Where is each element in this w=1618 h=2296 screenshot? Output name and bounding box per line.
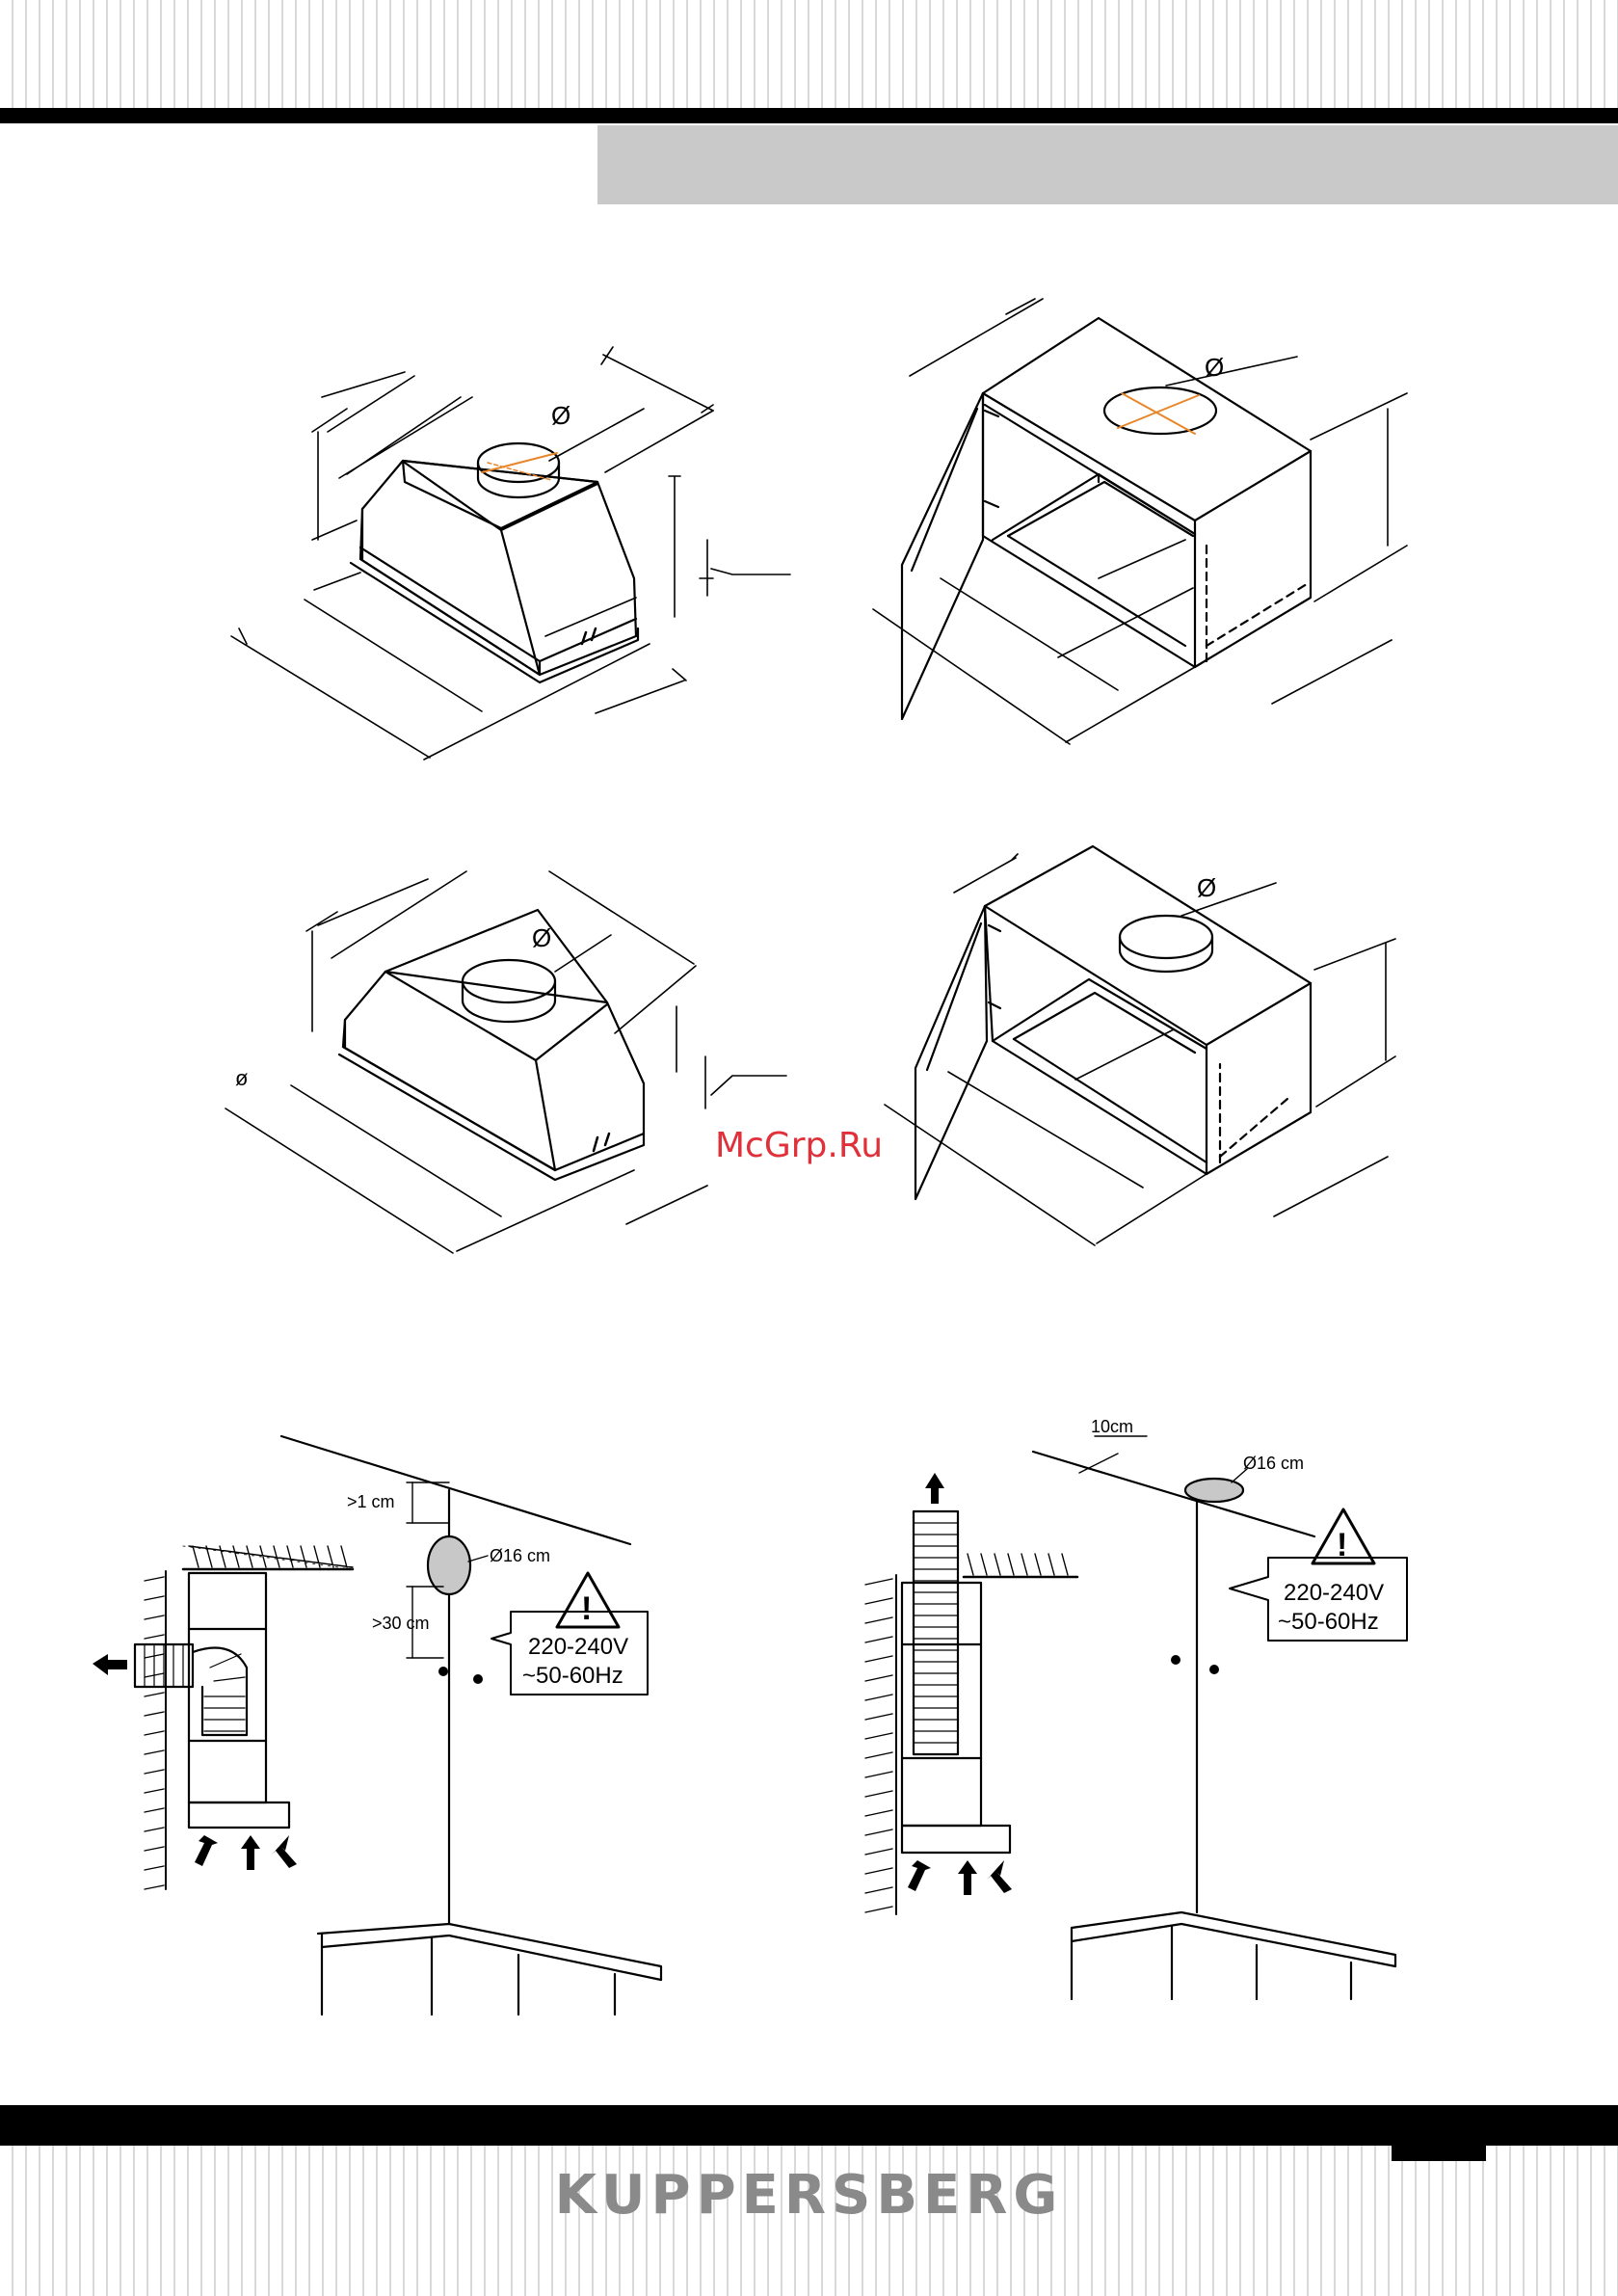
cabinet-diagram-2 bbox=[885, 846, 1395, 1245]
hood-diagram-1 bbox=[231, 347, 790, 760]
duct-diameter-label: Ø16 cm bbox=[490, 1546, 550, 1565]
diameter-label: Ø bbox=[1205, 353, 1224, 382]
watermark: McGrp.Ru bbox=[715, 1126, 883, 1165]
min-distance-top-label: >1 cm bbox=[347, 1492, 395, 1511]
brand-logo-text: KUPPERSBERG bbox=[0, 2164, 1618, 2227]
exhaust-arrow-icon bbox=[925, 1473, 944, 1504]
bottom-black-bar bbox=[0, 2105, 1618, 2146]
page-number-tab bbox=[1392, 2146, 1486, 2161]
min-distance-socket-label: >30 cm bbox=[372, 1614, 430, 1633]
diameter-label: Ø bbox=[1197, 873, 1216, 902]
socket-icon bbox=[1171, 1655, 1219, 1674]
voltage-label: 220-240V bbox=[528, 1634, 628, 1660]
diameter-label: Ø bbox=[551, 401, 570, 430]
intake-arrows-icon bbox=[195, 1835, 297, 1870]
cabinet-diagram-1 bbox=[873, 299, 1407, 744]
vent-arrows-icon bbox=[582, 628, 596, 644]
installation-diagram-right bbox=[865, 1436, 1407, 1999]
duct-diameter-label: Ø16 cm bbox=[1243, 1454, 1304, 1473]
warning-mark: ! bbox=[581, 1590, 592, 1627]
intake-arrows-icon bbox=[908, 1860, 1012, 1895]
hood-diagram-2 bbox=[225, 871, 786, 1253]
exhaust-arrow-icon bbox=[93, 1654, 127, 1675]
diameter-small-label: ø bbox=[235, 1066, 248, 1090]
voltage-label: 220-240V bbox=[1284, 1580, 1384, 1606]
frequency-label: ~50-60Hz bbox=[1278, 1609, 1379, 1635]
installation-diagram-left bbox=[93, 1436, 661, 2015]
warning-mark: ! bbox=[1337, 1527, 1347, 1563]
frequency-label: ~50-60Hz bbox=[522, 1663, 623, 1689]
socket-icon bbox=[438, 1667, 483, 1684]
diameter-label: Ø bbox=[532, 923, 551, 952]
distance-10cm-label: 10cm bbox=[1091, 1417, 1133, 1436]
